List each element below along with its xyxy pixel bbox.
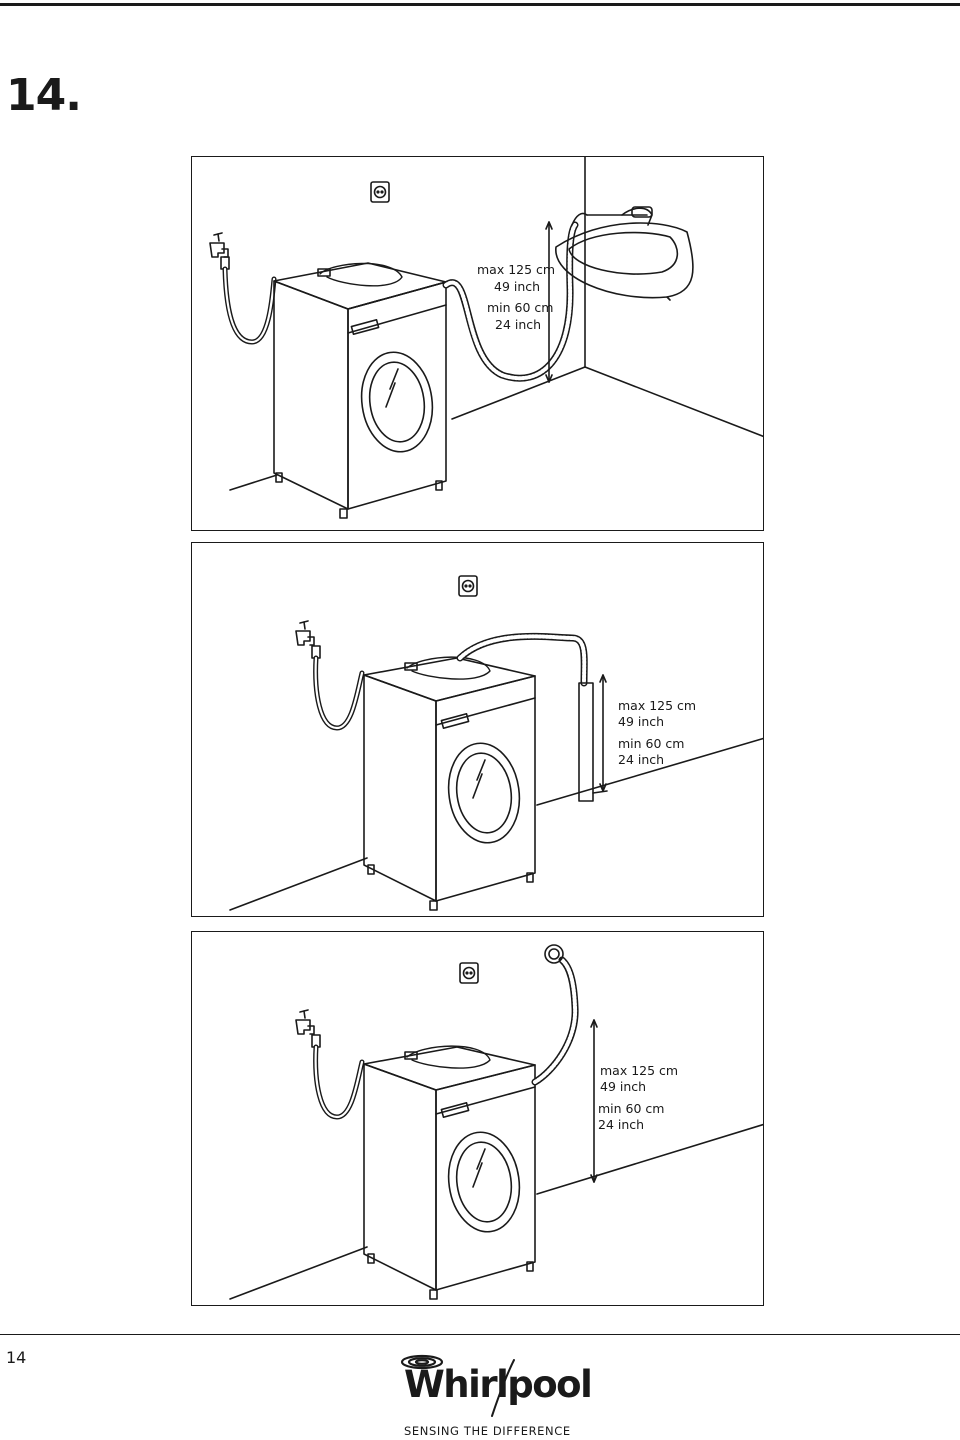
- min-height-inch-label: 24 inch: [598, 1117, 645, 1132]
- max-height-cm-label: max 125 cm: [477, 262, 556, 277]
- max-height-cm-label: max 125 cm: [600, 1063, 679, 1078]
- water-tap-icon: [295, 620, 321, 659]
- wall-drain-outlet-icon: [544, 944, 564, 964]
- sink-icon: [555, 206, 694, 301]
- max-height-cm-label: max 125 cm: [618, 698, 697, 713]
- power-socket-icon: [458, 575, 478, 597]
- washing-machine-icon: [363, 1045, 536, 1300]
- height-dimension-arrow: [545, 221, 553, 383]
- washing-machine-icon: [363, 656, 536, 911]
- illustration-panel-sink: max 125 cm 49 inch min 60 cm 24 inch: [191, 156, 764, 531]
- water-tap-icon: [295, 1009, 321, 1048]
- min-height-cm-label: min 60 cm: [598, 1101, 665, 1116]
- min-height-inch-label: 24 inch: [618, 752, 665, 767]
- power-socket-icon: [459, 962, 479, 984]
- water-tap-icon: [209, 232, 230, 270]
- brand-name: Whirlpool: [404, 1363, 593, 1406]
- min-height-cm-label: min 60 cm: [618, 736, 685, 751]
- step-number: 14.: [6, 70, 82, 121]
- washer-sink-drain-illustration: [209, 157, 763, 519]
- washer-wall-drain-illustration: [229, 944, 763, 1300]
- height-dimension-arrow: [590, 1019, 598, 1183]
- brand-tagline: SENSING THE DIFFERENCE: [404, 1424, 571, 1438]
- washer-standpipe-drain-illustration: [229, 575, 763, 911]
- max-height-inch-label: 49 inch: [600, 1079, 647, 1094]
- illustration-panel-standpipe: max 125 cm 49 inch min 60 cm 24 inch: [191, 542, 764, 917]
- max-height-inch-label: 49 inch: [618, 714, 665, 729]
- height-dimension-arrow: [599, 674, 607, 792]
- top-rule: [0, 3, 960, 6]
- power-socket-icon: [370, 181, 390, 203]
- min-height-cm-label: min 60 cm: [487, 300, 554, 315]
- washing-machine-icon: [273, 262, 447, 519]
- footer-rule: [0, 1334, 960, 1335]
- max-height-inch-label: 49 inch: [494, 279, 541, 294]
- brand-logo: Whirlpool SENSING THE DIFFERENCE: [396, 1352, 593, 1438]
- min-height-inch-label: 24 inch: [495, 317, 542, 332]
- standpipe-icon: [578, 682, 608, 802]
- whirlpool-swirl-icon: [400, 1354, 515, 1417]
- illustration-panel-wall-drain: max 125 cm 49 inch min 60 cm 24 inch: [191, 931, 764, 1306]
- page-number: 14: [6, 1348, 27, 1367]
